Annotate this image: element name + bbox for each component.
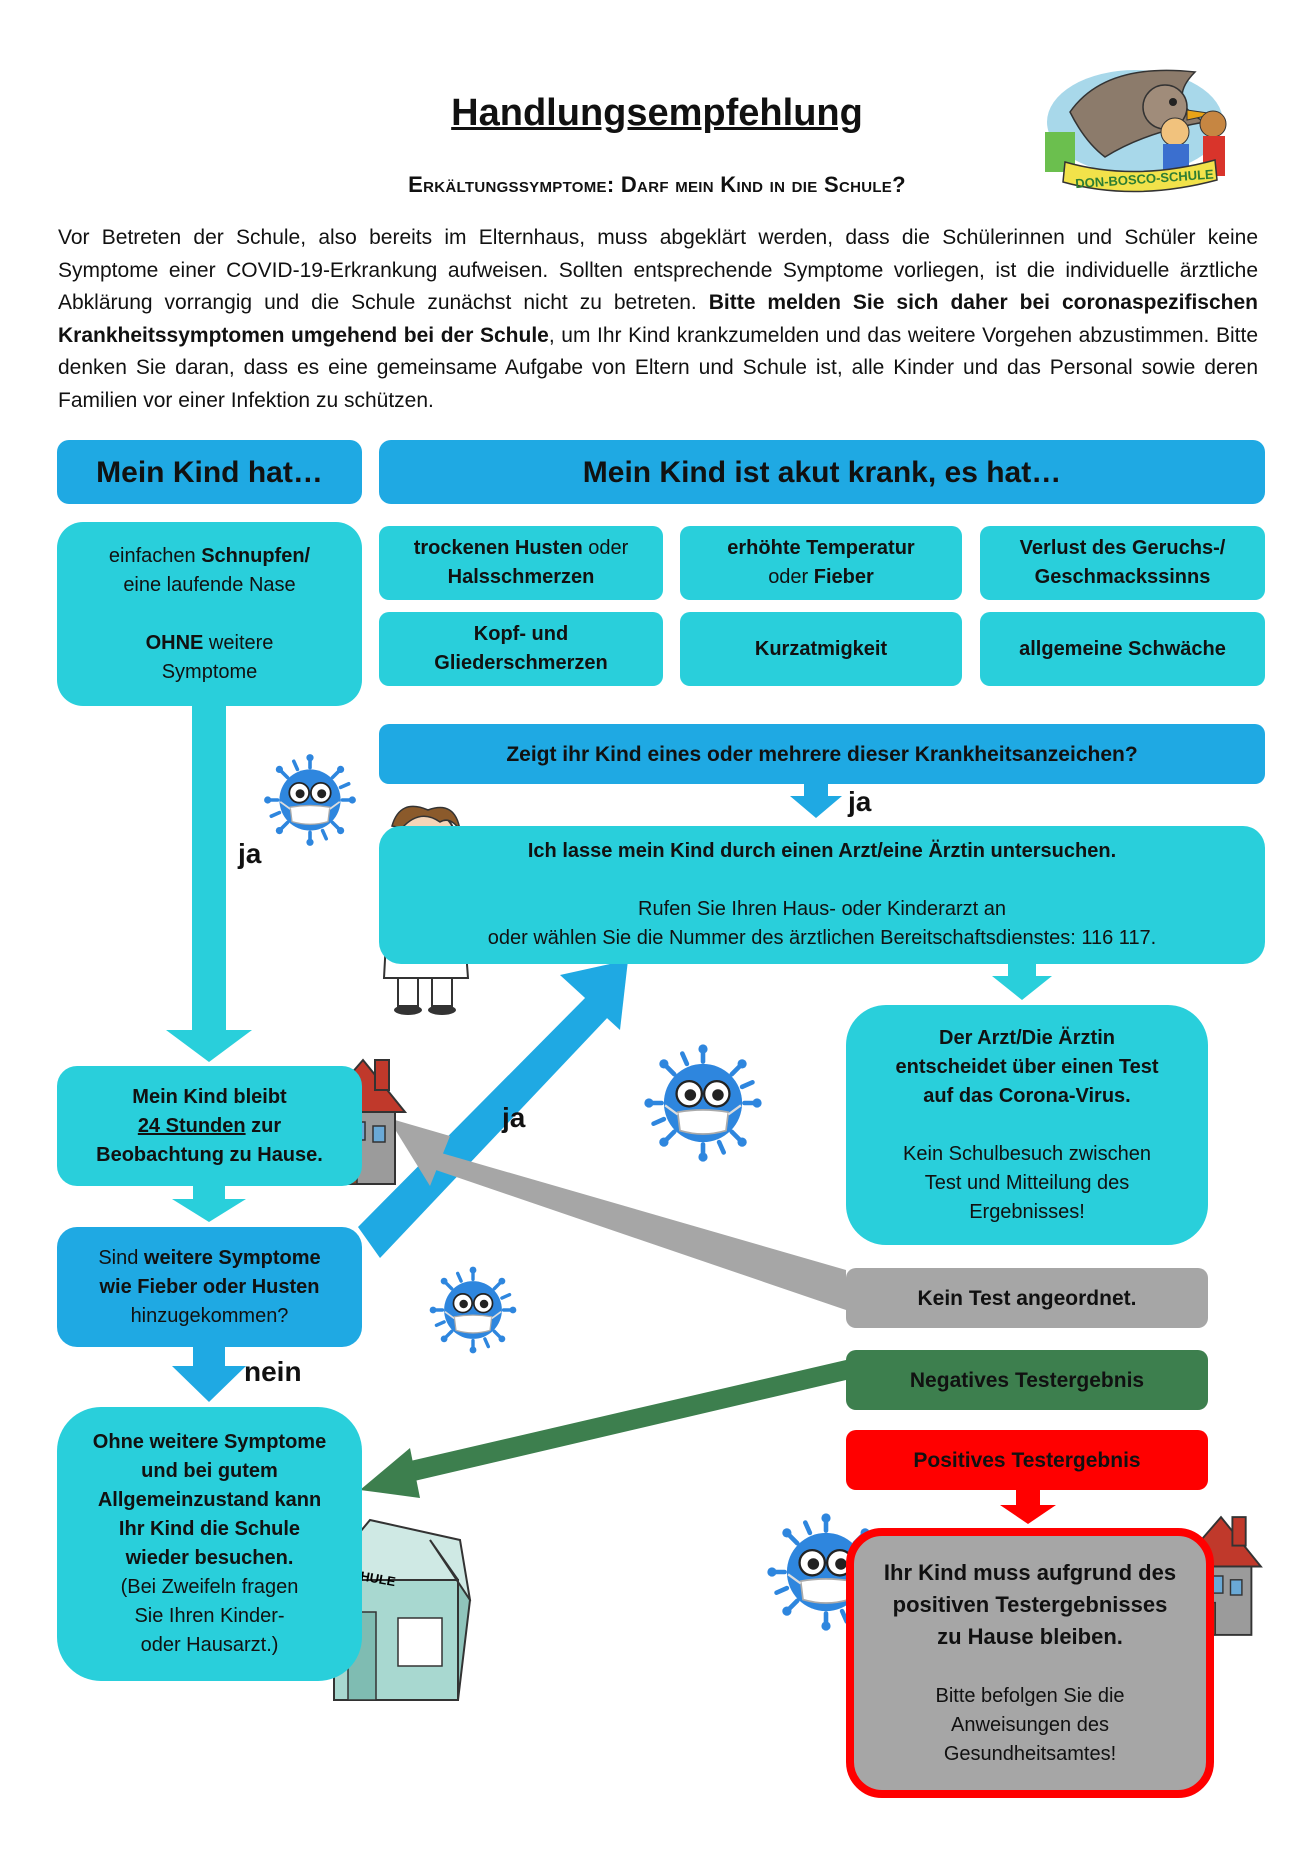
virus-icon xyxy=(262,752,358,848)
doctor-box: Ich lasse mein Kind durch einen Arzt/ein… xyxy=(379,826,1265,964)
mild-line-3: OHNE weitere xyxy=(145,631,274,654)
no-test-bar: Kein Test angeordnet. xyxy=(846,1268,1208,1328)
mild-cold-box: einfachen Schnupfen/ eine laufende Nase … xyxy=(57,522,362,706)
intro-bold-text: Bitte melden Sie sich daher bei coronasp… xyxy=(58,291,1259,347)
left-header-label: Mein Kind hat… xyxy=(96,455,323,489)
question-bar: Zeigt ihr Kind eines oder mehrere dieser… xyxy=(379,724,1265,784)
left-header: Mein Kind hat… xyxy=(57,440,362,504)
doctor-title: Ich lasse mein Kind durch einen Arzt/ein… xyxy=(527,840,1117,862)
logo-icon: DON-BOSCO-SCHULE xyxy=(1045,69,1227,193)
further-symptoms-box: Sind weitere Symptome wie Fieber oder Hu… xyxy=(57,1227,362,1347)
symptom-fever: erhöhte Temperatur oder Fieber xyxy=(680,526,962,600)
virus-icon xyxy=(644,1044,761,1161)
intro-paragraph: Vor Betreten der Schule, also bereits im… xyxy=(58,222,1258,417)
intro-text-end: , um Ihr Kind krankzumelden und das weit… xyxy=(58,323,1258,412)
back-to-school-box: Ohne weitere Symptome und bei gutem Allg… xyxy=(57,1407,362,1681)
doctor-line-1: Rufen Sie Ihren Haus- oder Kinderarzt an xyxy=(638,898,1006,920)
label-ja-question: ja xyxy=(848,786,872,817)
label-ja-diagonal: ja xyxy=(502,1102,526,1133)
right-header: Mein Kind ist akut krank, es hat… xyxy=(379,440,1265,504)
negative-result-bar: Negatives Testergebnis xyxy=(846,1350,1208,1410)
symptom-aches: Kopf- und Gliederschmerzen xyxy=(379,612,663,686)
question-text: Zeigt ihr Kind eines oder mehrere dieser… xyxy=(506,742,1138,766)
doctor-line-2: oder wählen Sie die Nummer des ärztliche… xyxy=(487,927,1157,949)
mild-line-4: Symptome xyxy=(161,660,258,683)
label-nein: nein xyxy=(244,1356,302,1387)
right-header-label: Mein Kind ist akut krank, es hat… xyxy=(582,455,1062,489)
test-decision-box: Der Arzt/Die Ärztin entscheidet über ein… xyxy=(846,1005,1208,1245)
positive-result-bar: Positives Testergebnis xyxy=(846,1430,1208,1490)
virus-icon xyxy=(427,1264,519,1356)
stay-home-box: Ihr Kind muss aufgrund des positiven Tes… xyxy=(846,1528,1214,1798)
label-ja-left: ja xyxy=(238,838,262,869)
observe-box: Mein Kind bleibt 24 Stunden zur Beobacht… xyxy=(57,1066,362,1186)
page-title: Handlungsempfehlung xyxy=(451,92,863,134)
symptom-weakness: allgemeine Schwäche xyxy=(980,612,1265,686)
intro-text: Vor Betreten der Schule, also bereits im… xyxy=(58,226,1258,314)
mild-line-2: eine laufende Nase xyxy=(123,573,296,596)
symptom-cough: trockenen Husten oder Halsschmerzen xyxy=(379,526,663,600)
page-subtitle: Erkältungssymptome: Darf mein Kind in di… xyxy=(408,172,906,197)
mild-line-1: einfachen Schnupfen/ xyxy=(108,544,311,567)
symptom-smell-taste: Verlust des Geruchs-/ Geschmackssinns xyxy=(980,526,1265,600)
symptom-shortness-of-breath: Kurzatmigkeit xyxy=(680,612,962,686)
